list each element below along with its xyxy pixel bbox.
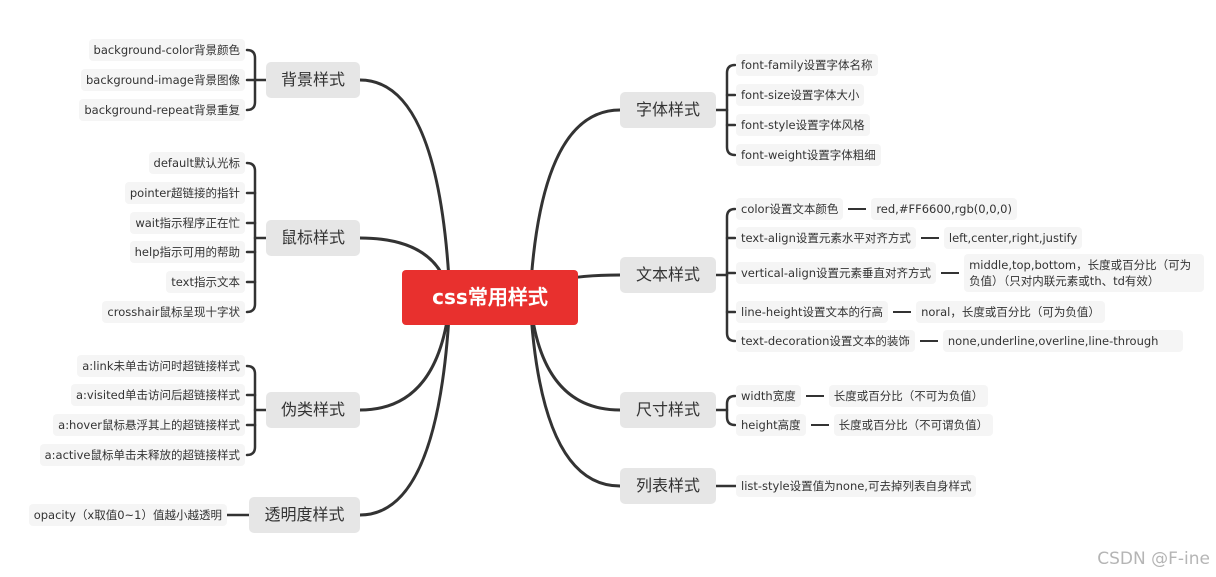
leaf-node[interactable]: text-align设置元素水平对齐方式	[736, 227, 916, 249]
leaf-row: opacity（x取值0~1）值越小越透明	[28, 504, 227, 526]
leaf-node[interactable]: default默认光标	[148, 152, 245, 174]
leaf-row: default默认光标	[148, 152, 245, 174]
value-connector	[920, 237, 939, 239]
leaf-row: a:visited单击访问后超链接样式	[71, 384, 245, 406]
leaf-node[interactable]: height高度	[736, 414, 806, 436]
leaf-row: text-decoration设置文本的装饰 none,underline,ove…	[736, 330, 1183, 352]
leaf-node[interactable]: a:visited单击访问后超链接样式	[71, 384, 245, 406]
leaf-node[interactable]: text指示文本	[166, 271, 245, 293]
value-node[interactable]: 长度或百分比（不可为负值）	[828, 385, 989, 407]
leaf-node[interactable]: wait指示程序正在忙	[130, 212, 245, 234]
branch-node[interactable]: 鼠标样式	[266, 220, 360, 256]
leaf-row: a:active鼠标单击未释放的超链接样式	[39, 444, 245, 466]
value-connector	[848, 208, 867, 210]
leaf-node[interactable]: background-repeat背景重复	[79, 99, 245, 121]
branch-node[interactable]: 尺寸样式	[620, 392, 716, 428]
leaf-row: color设置文本颜色 red,#FF6600,rgb(0,0,0)	[736, 198, 1017, 220]
branch-curve	[528, 108, 622, 300]
leaf-node[interactable]: background-color背景颜色	[88, 39, 245, 61]
leaf-row: list-style设置值为none,可去掉列表自身样式	[736, 475, 977, 497]
value-node[interactable]: left,center,right,justify	[943, 227, 1083, 249]
leaf-node[interactable]: a:active鼠标单击未释放的超链接样式	[39, 444, 245, 466]
leaf-row: height高度 长度或百分比（不可谓负值）	[736, 414, 994, 436]
value-node[interactable]: noral，长度或百分比（可为负值）	[916, 301, 1105, 323]
leaf-row: vertical-align设置元素垂直对齐方式 middle,top,botto…	[736, 254, 1205, 292]
value-node[interactable]: 长度或百分比（不可谓负值）	[833, 414, 994, 436]
branch-node[interactable]: 字体样式	[620, 92, 716, 128]
leaf-node[interactable]: text-decoration设置文本的装饰	[736, 330, 915, 352]
leaf-row: background-repeat背景重复	[79, 99, 245, 121]
leaf-row: font-size设置字体大小	[736, 84, 865, 106]
branch-curve	[358, 78, 452, 300]
value-connector	[919, 340, 938, 342]
branch-node[interactable]: 列表样式	[620, 468, 716, 504]
leaf-node[interactable]: opacity（x取值0~1）值越小越透明	[28, 504, 227, 526]
leaf-node[interactable]: font-size设置字体大小	[736, 84, 865, 106]
leaf-node[interactable]: line-height设置文本的行高	[736, 301, 889, 323]
leaf-row: pointer超链接的指针	[124, 182, 245, 204]
leaf-node[interactable]: background-image背景图像	[81, 69, 245, 91]
leaf-row: a:link未单击访问时超链接样式	[77, 355, 245, 377]
value-node[interactable]: red,#FF6600,rgb(0,0,0)	[871, 198, 1017, 220]
value-node[interactable]: none,underline,overline,line-through	[942, 330, 1183, 352]
value-connector	[941, 272, 960, 274]
leaf-row: width宽度 长度或百分比（不可为负值）	[736, 385, 989, 407]
leaf-node[interactable]: font-weight设置字体粗细	[736, 144, 881, 166]
leaf-row: a:hover鼠标悬浮其上的超链接样式	[53, 414, 245, 436]
leaf-node[interactable]: width宽度	[736, 385, 801, 407]
value-node[interactable]: middle,top,bottom，长度或百分比（可为负值）（只对内联元素或th…	[964, 254, 1205, 292]
leaf-row: background-image背景图像	[81, 69, 245, 91]
branch-node[interactable]: 透明度样式	[249, 497, 360, 533]
leaf-row: line-height设置文本的行高 noral，长度或百分比（可为负值）	[736, 301, 1105, 323]
bracket	[245, 161, 257, 314]
leaf-row: text指示文本	[166, 271, 245, 293]
leaf-node[interactable]: vertical-align设置元素垂直对齐方式	[736, 262, 937, 284]
bracket	[245, 364, 257, 457]
leaf-node[interactable]: color设置文本颜色	[736, 198, 844, 220]
branch-curve	[528, 296, 622, 488]
leaf-node[interactable]: crosshair鼠标呈现十字状	[102, 301, 245, 323]
leaf-node[interactable]: pointer超链接的指针	[124, 182, 245, 204]
leaf-node[interactable]: font-family设置字体名称	[736, 54, 878, 76]
leaf-node[interactable]: help指示可用的帮助	[129, 241, 245, 263]
leaf-row: font-weight设置字体粗细	[736, 144, 881, 166]
leaf-row: crosshair鼠标呈现十字状	[102, 301, 245, 323]
branch-node[interactable]: 伪类样式	[266, 392, 360, 428]
leaf-node[interactable]: font-style设置字体风格	[736, 114, 870, 136]
value-connector	[805, 395, 824, 397]
value-connector	[893, 311, 912, 313]
bracket	[725, 394, 737, 427]
center-node[interactable]: css常用样式	[402, 270, 578, 325]
leaf-row: text-align设置元素水平对齐方式 left,center,right,ju…	[736, 227, 1083, 249]
leaf-row: help指示可用的帮助	[129, 241, 245, 263]
branch-node[interactable]: 背景样式	[266, 62, 360, 98]
leaf-row: font-family设置字体名称	[736, 54, 878, 76]
leaf-row: font-style设置字体风格	[736, 114, 870, 136]
leaf-row: background-color背景颜色	[88, 39, 245, 61]
branch-curve	[358, 296, 452, 517]
leaf-node[interactable]: a:link未单击访问时超链接样式	[77, 355, 245, 377]
value-connector	[810, 424, 829, 426]
watermark: CSDN @F-ine	[1097, 549, 1210, 569]
branch-node[interactable]: 文本样式	[620, 257, 716, 293]
leaf-node[interactable]: a:hover鼠标悬浮其上的超链接样式	[53, 414, 245, 436]
leaf-node[interactable]: list-style设置值为none,可去掉列表自身样式	[736, 475, 977, 497]
leaf-row: wait指示程序正在忙	[130, 212, 245, 234]
